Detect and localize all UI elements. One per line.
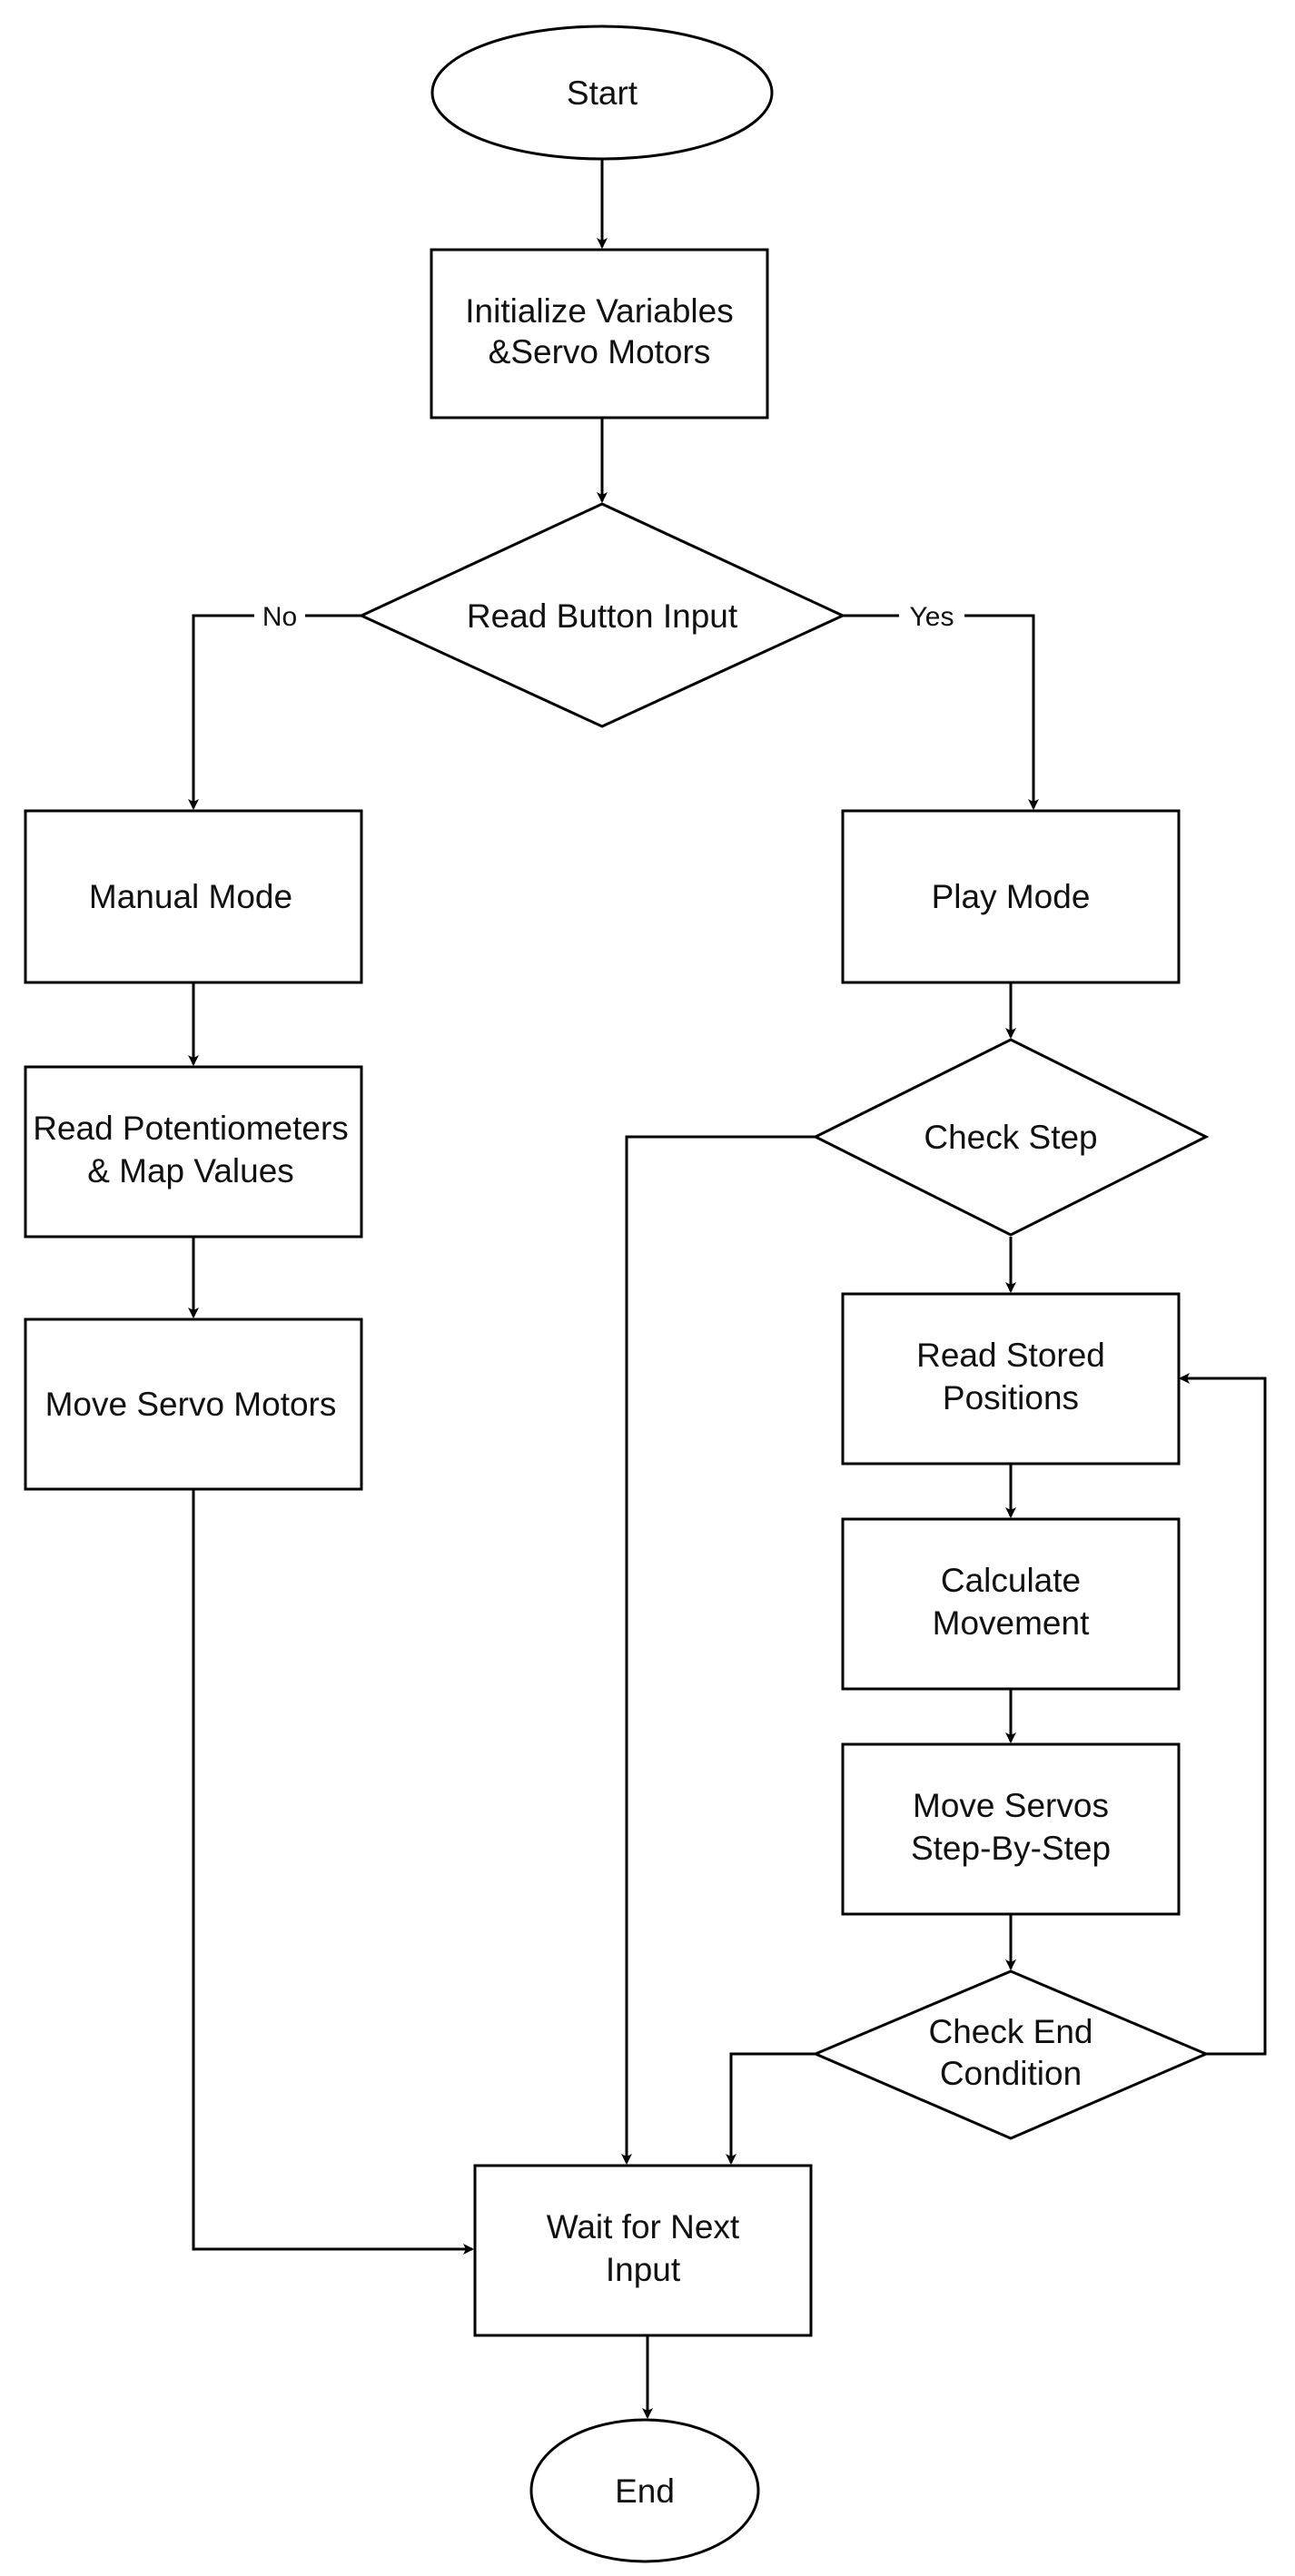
check-end-label-line1: Check End — [929, 2013, 1093, 2050]
calc-movement-box — [841, 1517, 1181, 1691]
manual-mode-label: Manual Mode — [89, 878, 292, 915]
end-node: End — [529, 2418, 760, 2563]
nodes: Start Initialize Variables &Servo Motors… — [24, 25, 1210, 2563]
read-stored-node: Read Stored Positions — [841, 1292, 1181, 1466]
end-ellipse — [529, 2418, 760, 2563]
check-step-diamond — [812, 1038, 1210, 1237]
edge-labels: No Yes — [254, 599, 964, 632]
wait-input-box — [473, 2164, 813, 2337]
read-stored-box — [841, 1292, 1181, 1466]
read-button-label: Read Button Input — [467, 597, 738, 635]
init-label-line2: &Servo Motors — [489, 333, 711, 370]
play-mode-box — [841, 809, 1181, 984]
check-end-node: Check End Condition — [812, 1969, 1210, 2140]
move-servo-motors-label: Move Servo Motors — [45, 1386, 337, 1423]
read-pots-box — [24, 1065, 363, 1239]
edge-label-no-bg — [254, 599, 305, 632]
edge-move-servo-motors-to-wait — [192, 1489, 474, 2255]
move-servos-step-box — [841, 1742, 1181, 1916]
edge-check-end-to-wait — [726, 2052, 816, 2165]
read-button-node: Read Button Input — [358, 502, 846, 728]
check-end-diamond — [812, 1969, 1210, 2140]
read-pots-label-line1: Read Potentiometers — [33, 1110, 349, 1147]
check-step-label: Check Step — [924, 1119, 1097, 1156]
edge-label-no: No — [262, 602, 297, 632]
edges — [188, 159, 1267, 2419]
read-stored-label-line2: Positions — [943, 1379, 1079, 1416]
calc-movement-node: Calculate Movement — [841, 1517, 1181, 1691]
start-ellipse — [430, 25, 774, 161]
check-step-node: Check Step — [812, 1038, 1210, 1237]
read-pots-node: Read Potentiometers & Map Values — [24, 1065, 363, 1239]
read-stored-label-line1: Read Stored — [916, 1337, 1105, 1374]
edge-yes-to-play-mode — [843, 614, 1039, 810]
read-pots-label-line2: & Map Values — [87, 1152, 294, 1189]
start-node: Start — [430, 25, 774, 161]
calc-movement-label-line1: Calculate — [941, 1562, 1081, 1599]
edge-no-to-manual-mode — [188, 614, 361, 810]
init-node: Initialize Variables &Servo Motors — [430, 248, 769, 419]
move-servo-motors-box — [24, 1318, 363, 1491]
wait-input-label-line1: Wait for Next — [547, 2208, 740, 2245]
edge-check-step-to-wait — [621, 1135, 816, 2165]
init-box — [430, 248, 769, 419]
calc-movement-label-line2: Movement — [933, 1604, 1090, 1642]
check-end-label-line2: Condition — [940, 2055, 1082, 2092]
manual-mode-box — [24, 809, 363, 984]
play-mode-label: Play Mode — [932, 878, 1091, 915]
wait-input-node: Wait for Next Input — [473, 2164, 813, 2337]
edge-check-end-loop-to-read-stored — [1179, 1373, 1267, 2056]
move-servos-step-label-line2: Step-By-Step — [911, 1830, 1111, 1867]
move-servo-motors-node: Move Servo Motors — [24, 1318, 363, 1491]
start-label: Start — [567, 74, 638, 112]
move-servos-step-node: Move Servos Step-By-Step — [841, 1742, 1181, 1916]
play-mode-node: Play Mode — [841, 809, 1181, 984]
init-label-line1: Initialize Variables — [465, 292, 733, 330]
edge-label-yes-bg — [899, 599, 964, 632]
manual-mode-node: Manual Mode — [24, 809, 363, 984]
read-button-diamond — [358, 502, 846, 728]
edge-label-yes: Yes — [910, 602, 954, 632]
wait-input-label-line2: Input — [606, 2251, 681, 2288]
move-servos-step-label-line1: Move Servos — [913, 1787, 1109, 1824]
end-label: End — [615, 2472, 675, 2510]
